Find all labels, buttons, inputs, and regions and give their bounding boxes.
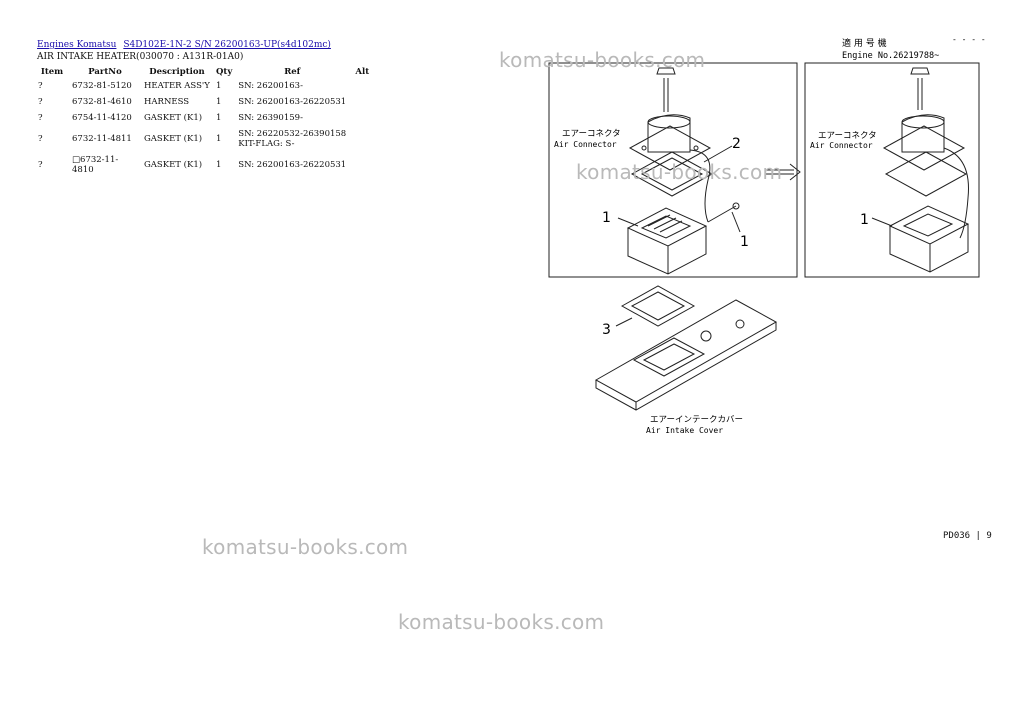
air-connector-label: Air Connector (554, 140, 617, 149)
cell-alt (349, 78, 375, 94)
ref-line: SN: 26220532-26390158 (238, 129, 347, 139)
ref-line: SN: 26200163-26220531 (238, 97, 347, 107)
cell-alt (349, 126, 375, 152)
breadcrumb-link-engines[interactable]: Engines Komatsu (37, 40, 117, 50)
bolt-icon (656, 67, 676, 112)
table-header-row: Item PartNo Description Qty Ref Alt (35, 66, 375, 78)
cell-ref: SN: 26200163-26220531 (235, 94, 349, 110)
breadcrumb: Engines Komatsu S4D102E-1N-2 S/N 2620016… (37, 40, 335, 50)
column-header-description: Description (149, 67, 205, 77)
gasket-icon (630, 151, 714, 197)
cell-item: ? (38, 81, 43, 91)
cell-ref: SN: 26220532-26390158 KIT-FLAG: S- (235, 126, 349, 152)
callout-number: 2 (732, 136, 741, 152)
cell-item: ? (38, 113, 43, 123)
air-connector-label-jp: エアーコネクタ (818, 131, 877, 141)
cell-partno: 6732-81-5120 (72, 81, 132, 91)
cell-qty: 1 (216, 160, 222, 170)
cell-partno: □6732-11-4810 (72, 155, 119, 175)
ref-line: SN: 26390159- (238, 113, 303, 123)
column-header-qty: Qty (216, 67, 233, 77)
air-intake-cover-label: Air Intake Cover (646, 426, 723, 435)
harness-icon (689, 149, 711, 223)
breadcrumb-link-model[interactable]: S4D102E-1N-2 S/N 26200163-UP(s4d102mc) (123, 40, 331, 50)
cell-ref: SN: 26200163-26220531 (235, 152, 349, 178)
watermark: komatsu-books.com (499, 48, 706, 72)
arrow-right-icon (766, 163, 801, 181)
cell-alt (349, 152, 375, 178)
table-row: ? 6732-81-4610 HARNESS 1 SN: 26200163-26… (35, 94, 375, 110)
cell-alt (349, 94, 375, 110)
cell-ref: SN: 26390159- (235, 110, 349, 126)
air-intake-cover-label-jp: エアーインテークカバー (650, 415, 743, 425)
cell-alt (349, 110, 375, 126)
table-row: ? 6732-11-4811 GASKET (K1) 1 SN: 2622053… (35, 126, 375, 152)
cell-qty: 1 (216, 97, 222, 107)
corner-mark: - - - - (952, 35, 986, 44)
air-intake-cover-icon (594, 299, 778, 411)
cell-description: GASKET (K1) (144, 113, 203, 123)
ref-line: KIT-FLAG: S- (238, 139, 295, 149)
air-connector-icon (628, 114, 712, 171)
ref-line: SN: 26200163-26220531 (238, 160, 347, 170)
cell-qty: 1 (216, 81, 222, 91)
applicable-engine-label-jp: 適 用 号 機 (842, 37, 887, 49)
column-header-item: Item (40, 67, 64, 77)
gasket-icon (620, 285, 696, 327)
cell-item: ? (38, 97, 43, 107)
callout-number: 1 (602, 210, 611, 226)
callout-number: 1 (740, 234, 749, 250)
cell-description: HEATER ASS'Y (144, 81, 210, 91)
watermark: komatsu-books.com (202, 535, 409, 559)
applicable-engine-number: Engine No.26219788~ (842, 51, 939, 61)
cell-partno: 6732-81-4610 (72, 97, 132, 107)
callout-number: 3 (602, 322, 611, 338)
air-connector-label-jp: エアーコネクタ (562, 129, 621, 139)
heater-assembly-icon (626, 207, 708, 275)
page-code: PD036 | 9 (943, 531, 992, 541)
ref-line: SN: 26200163- (238, 81, 303, 91)
cell-item: ? (38, 160, 43, 170)
column-header-alt: Alt (355, 67, 370, 77)
column-header-partno: PartNo (88, 67, 122, 77)
cell-description: HARNESS (144, 97, 190, 107)
callout-number: 1 (860, 212, 869, 228)
cell-ref: SN: 26200163- (235, 78, 349, 94)
cell-partno: 6754-11-4120 (72, 113, 132, 123)
table-row: ? □6732-11-4810 GASKET (K1) 1 SN: 262001… (35, 152, 375, 178)
cell-item: ? (38, 134, 43, 144)
column-header-ref: Ref (284, 67, 301, 77)
page-title: AIR INTAKE HEATER(030070 : A131R-01A0) (37, 52, 244, 62)
parts-diagram: 適 用 号 機 Engine No.26219788~ - - - - エアーコ… (548, 35, 986, 435)
parts-table: Item PartNo Description Qty Ref Alt ? 67… (35, 66, 375, 178)
cell-description: GASKET (K1) (144, 160, 203, 170)
cell-partno: 6732-11-4811 (72, 134, 132, 144)
table-row: ? 6732-81-5120 HEATER ASS'Y 1 SN: 262001… (35, 78, 375, 94)
air-connector-label: Air Connector (810, 141, 873, 150)
cell-qty: 1 (216, 113, 222, 123)
table-row: ? 6754-11-4120 GASKET (K1) 1 SN: 2639015… (35, 110, 375, 126)
cell-description: GASKET (K1) (144, 134, 203, 144)
watermark: komatsu-books.com (398, 610, 605, 634)
inset-frame-right (804, 62, 980, 278)
cell-qty: 1 (216, 134, 222, 144)
watermark: komatsu-books.com (576, 160, 783, 184)
